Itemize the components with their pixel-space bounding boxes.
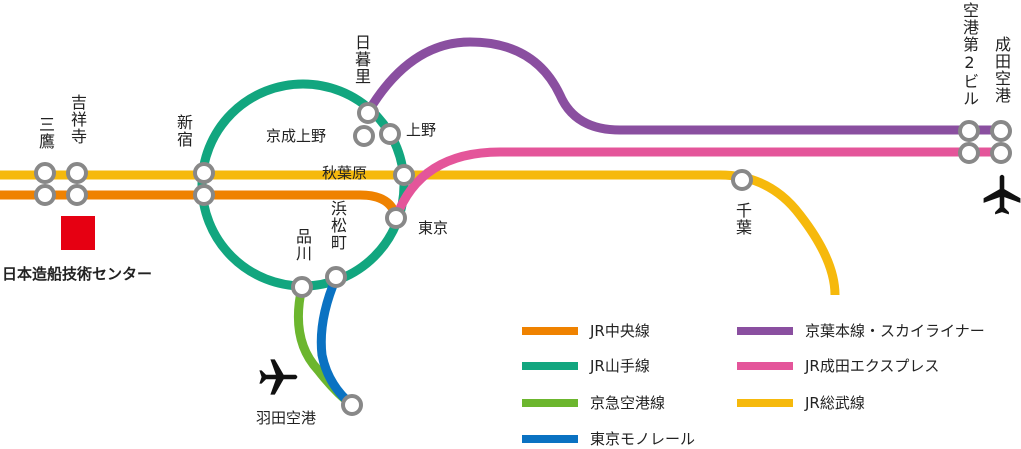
legend-item: JR山手線 <box>522 355 650 376</box>
landmark-marker <box>61 216 95 250</box>
label-hamamatsucho: 浜松町 <box>328 200 347 251</box>
label-kichijoji: 吉祥寺 <box>68 94 87 145</box>
legend-item: JR中央線 <box>522 320 650 341</box>
label-haneda: 羽田空港 <box>256 409 317 427</box>
station-narita-2[interactable] <box>990 142 1012 164</box>
legend-swatch <box>522 361 578 370</box>
legend-swatch <box>522 434 578 443</box>
label-ueno: 上野 <box>406 121 437 139</box>
line-nex <box>391 147 1000 220</box>
station-tokyo[interactable] <box>385 207 407 229</box>
label-shinjuku: 新宿 <box>174 114 193 148</box>
station-kichijoji-2[interactable] <box>66 184 88 206</box>
legend-item: 京葉本線・スカイライナー <box>737 320 985 341</box>
station-mitaka-2[interactable] <box>34 184 56 206</box>
legend-item: 東京モノレール <box>522 428 695 449</box>
legend-label: JR中央線 <box>590 322 650 340</box>
station-keisei-ueno[interactable] <box>353 125 375 147</box>
label-akihabara: 秋葉原 <box>322 164 368 182</box>
label-narita-t2: 空港第2ビル <box>960 2 979 107</box>
station-narita-1[interactable] <box>990 120 1012 142</box>
station-mitaka-1[interactable] <box>34 162 56 184</box>
station-shinagawa[interactable] <box>291 276 313 298</box>
station-shinjuku-1[interactable] <box>193 162 215 184</box>
legend-label: JR山手線 <box>590 357 650 375</box>
legend-swatch <box>737 361 793 370</box>
station-akihabara[interactable] <box>393 164 415 186</box>
station-kichijoji-1[interactable] <box>66 162 88 184</box>
label-nippori: 日暮里 <box>352 34 371 85</box>
label-tokyo: 東京 <box>418 219 449 237</box>
station-shinjuku-2[interactable] <box>193 184 215 206</box>
station-narita-t2-1[interactable] <box>958 120 980 142</box>
legend-label: 京葉本線・スカイライナー <box>805 322 985 340</box>
legend-label: 東京モノレール <box>590 430 696 448</box>
station-hamamatsucho[interactable] <box>325 266 347 288</box>
legend-label: JR成田エクスプレス <box>805 357 940 375</box>
line-monorail <box>316 276 355 409</box>
line-skyliner <box>364 37 1000 135</box>
station-chiba[interactable] <box>731 169 753 191</box>
station-narita-t2-2[interactable] <box>958 142 980 164</box>
label-mitaka: 三鷹 <box>36 116 55 150</box>
station-ueno[interactable] <box>379 123 401 145</box>
legend-item: 京急空港線 <box>522 392 665 413</box>
station-nippori[interactable] <box>357 102 379 124</box>
landmark-label: 日本造船技術センター <box>2 265 153 283</box>
station-haneda[interactable] <box>341 394 363 416</box>
legend-label: JR総武線 <box>805 394 865 412</box>
label-narita: 成田空港 <box>992 36 1011 104</box>
legend-label: 京急空港線 <box>590 394 666 412</box>
legend-swatch <box>737 398 793 407</box>
legend-swatch <box>522 326 578 335</box>
legend-swatch <box>737 326 793 335</box>
legend-swatch <box>522 398 578 407</box>
label-chiba: 千葉 <box>733 202 752 236</box>
airplane-icon <box>259 359 298 395</box>
airplane-icon <box>983 174 1021 215</box>
label-shinagawa: 品川 <box>293 228 312 262</box>
label-keisei-ueno: 京成上野 <box>266 127 327 145</box>
legend-item: JR成田エクスプレス <box>737 355 939 376</box>
legend-item: JR総武線 <box>737 392 865 413</box>
